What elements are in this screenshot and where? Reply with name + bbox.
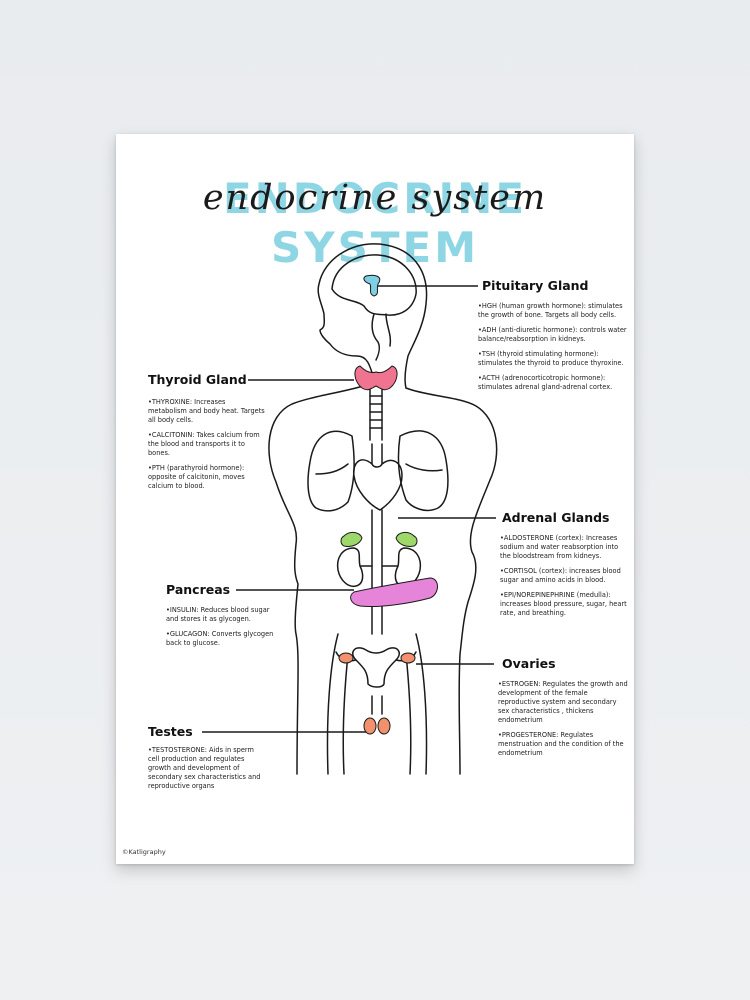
- thyroid-title: Thyroid Gland: [148, 372, 247, 387]
- pituitary-note: •ADH (anti-diuretic hormone): controls w…: [478, 326, 627, 343]
- pancreas-notes: •INSULIN: Reduces blood sugar and stores…: [166, 606, 276, 654]
- ovaries-title: Ovaries: [502, 656, 556, 671]
- left-lung: [307, 430, 355, 512]
- right-adrenal-gland: [395, 531, 418, 547]
- adrenal-note: •CORTISOL (cortex): increases blood suga…: [500, 567, 621, 584]
- torso-right: [405, 387, 498, 775]
- pituitary-note: •TSH (thyroid stimulating hormone): stim…: [478, 350, 624, 367]
- pituitary-notes: •HGH (human growth hormone): stimulates …: [478, 302, 628, 398]
- title-block: ENDOCRINE SYSTEM endocrine system: [116, 172, 634, 272]
- testes-note: •TESTOSTERONE: Aids in sperm cell produc…: [148, 746, 261, 790]
- pituitary-note: •ACTH (adrenocorticotropic hormone): sti…: [478, 374, 613, 391]
- adrenal-title: Adrenal Glands: [502, 510, 610, 525]
- poster-title: ENDOCRINE SYSTEM: [222, 174, 528, 272]
- pancreas-title: Pancreas: [166, 582, 231, 597]
- testes-notes: •TESTOSTERONE: Aids in sperm cell produc…: [148, 746, 264, 797]
- pancreas-note: •INSULIN: Reduces blood sugar and stores…: [166, 606, 270, 623]
- thyroid-notes: •THYROXINE: Increases metabolism and bod…: [148, 398, 266, 497]
- left-adrenal-gland: [340, 531, 363, 547]
- head-outline: [317, 243, 428, 389]
- adrenal-note: •ALDOSTERONE (cortex): Increases sodium …: [500, 534, 619, 560]
- left-ovary: [338, 652, 354, 664]
- poster-title-script: endocrine system: [202, 178, 548, 218]
- right-ovary: [400, 652, 416, 664]
- left-kidney: [336, 547, 364, 588]
- torso-left: [268, 383, 371, 775]
- thyroid-note: •CALCITONIN: Takes calcium from the bloo…: [148, 431, 260, 457]
- pancreas-gland: [350, 577, 438, 607]
- heart: [352, 459, 403, 511]
- thyroid-gland: [354, 365, 398, 391]
- uterus: [352, 647, 400, 688]
- left-testis: [363, 717, 377, 735]
- thyroid-note: •THYROXINE: Increases metabolism and bod…: [148, 398, 265, 424]
- adrenal-notes: •ALDOSTERONE (cortex): Increases sodium …: [500, 534, 630, 624]
- pituitary-gland: [363, 274, 381, 297]
- adrenal-note: •EPI/NOREPINEPHRINE (medulla): increases…: [500, 591, 627, 617]
- body-diagram: [202, 243, 498, 775]
- testes-title: Testes: [148, 724, 193, 739]
- ovaries-notes: •ESTROGEN: Regulates the growth and deve…: [498, 680, 628, 764]
- brain-outline: [331, 254, 417, 316]
- poster: ENDOCRINE SYSTEM endocrine system: [116, 134, 634, 864]
- thyroid-note: •PTH (parathyroid hormone): opposite of …: [148, 464, 245, 490]
- ovaries-note: •ESTROGEN: Regulates the growth and deve…: [498, 680, 628, 724]
- copyright-text: ©Katligraphy: [122, 848, 166, 856]
- ovaries-note: •PROGESTERONE: Regulates menstruation an…: [498, 731, 624, 757]
- right-testis: [377, 717, 391, 735]
- pituitary-title: Pituitary Gland: [482, 278, 589, 293]
- pancreas-note: •GLUCAGON: Converts glycogen back to glu…: [166, 630, 274, 647]
- pituitary-note: •HGH (human growth hormone): stimulates …: [478, 302, 623, 319]
